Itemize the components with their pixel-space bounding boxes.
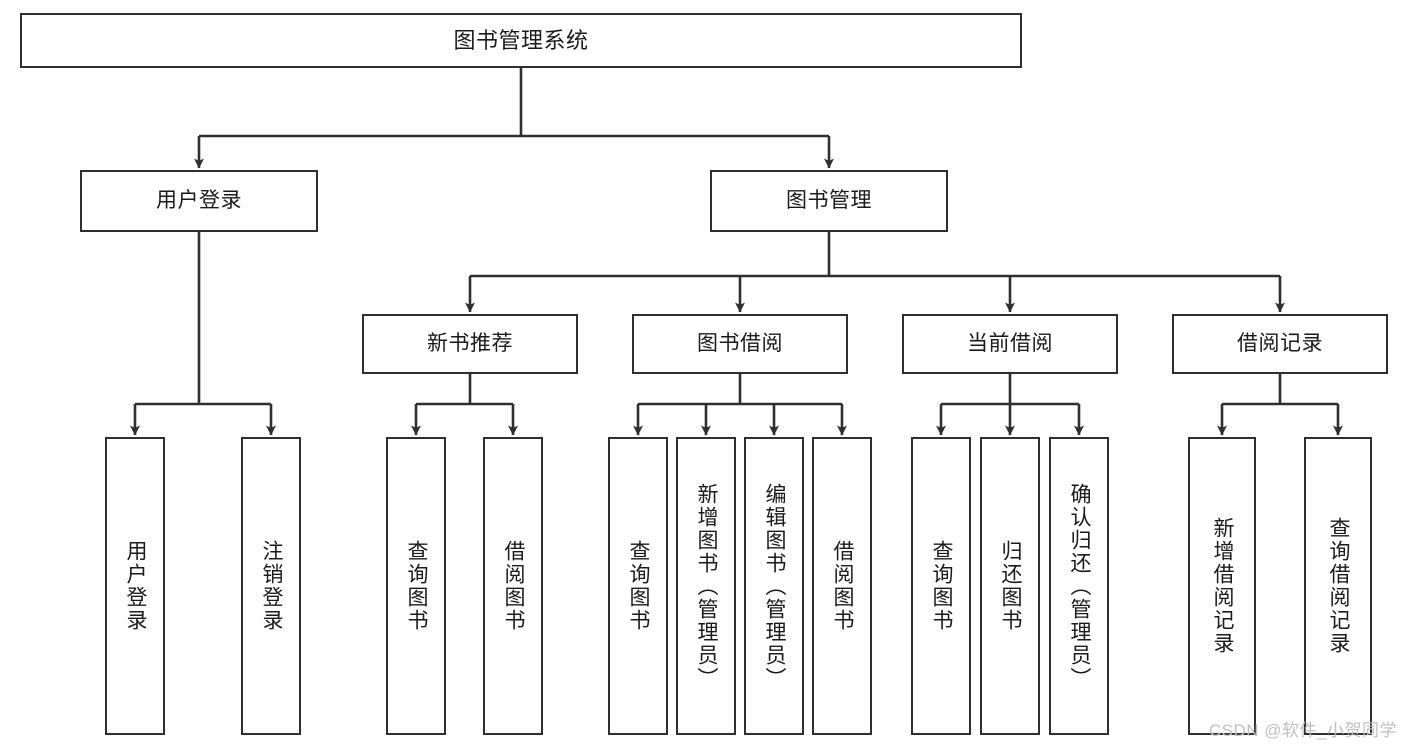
node-leaf-confirm-return[interactable]: 确认归还（管理员） xyxy=(1049,437,1109,735)
node-label: 归还图书 xyxy=(999,540,1023,632)
node-label: 用户登录 xyxy=(124,540,148,632)
node-label: 编辑图书（管理员） xyxy=(763,482,787,690)
node-label: 查询图书 xyxy=(930,540,954,632)
node-leaf-query-book-recommend[interactable]: 查询图书 xyxy=(386,437,446,735)
node-user-login[interactable]: 用户登录 xyxy=(80,170,318,232)
node-label: 借阅图书 xyxy=(831,540,855,632)
node-label: 查询借阅记录 xyxy=(1327,517,1351,655)
node-book-manage[interactable]: 图书管理 xyxy=(710,170,948,232)
node-label: 图书管理系统 xyxy=(453,27,589,53)
node-leaf-return-book[interactable]: 归还图书 xyxy=(980,437,1040,735)
node-leaf-query-borrow-record[interactable]: 查询借阅记录 xyxy=(1304,437,1372,735)
node-label: 新书推荐 xyxy=(427,331,513,355)
node-book-borrow[interactable]: 图书借阅 xyxy=(632,314,848,374)
node-label: 查询图书 xyxy=(627,540,651,632)
node-label: 借阅记录 xyxy=(1237,331,1323,355)
node-label: 当前借阅 xyxy=(967,331,1053,355)
node-leaf-add-book[interactable]: 新增图书（管理员） xyxy=(676,437,736,735)
node-label: 图书管理 xyxy=(786,188,872,212)
node-label: 图书借阅 xyxy=(697,331,783,355)
node-leaf-add-borrow-record[interactable]: 新增借阅记录 xyxy=(1188,437,1256,735)
node-label: 查询图书 xyxy=(405,540,429,632)
node-leaf-borrow-book[interactable]: 借阅图书 xyxy=(812,437,872,735)
node-leaf-edit-book[interactable]: 编辑图书（管理员） xyxy=(744,437,804,735)
node-current-borrow[interactable]: 当前借阅 xyxy=(902,314,1118,374)
node-label: 确认归还（管理员） xyxy=(1068,482,1092,690)
node-label: 用户登录 xyxy=(156,188,242,212)
watermark: CSDN @软件_小贺同学 xyxy=(1208,721,1397,740)
node-label: 注销登录 xyxy=(260,540,284,632)
node-borrow-record[interactable]: 借阅记录 xyxy=(1172,314,1388,374)
node-leaf-query-book-borrow[interactable]: 查询图书 xyxy=(608,437,668,735)
node-root-system[interactable]: 图书管理系统 xyxy=(20,13,1022,68)
node-leaf-logout[interactable]: 注销登录 xyxy=(241,437,301,735)
node-leaf-query-book-current[interactable]: 查询图书 xyxy=(911,437,971,735)
node-new-book-recommend[interactable]: 新书推荐 xyxy=(362,314,578,374)
node-label: 借阅图书 xyxy=(502,540,526,632)
node-label: 新增借阅记录 xyxy=(1211,517,1235,655)
node-leaf-borrow-book-recommend[interactable]: 借阅图书 xyxy=(483,437,543,735)
node-label: 新增图书（管理员） xyxy=(695,482,719,690)
node-leaf-user-login[interactable]: 用户登录 xyxy=(105,437,165,735)
